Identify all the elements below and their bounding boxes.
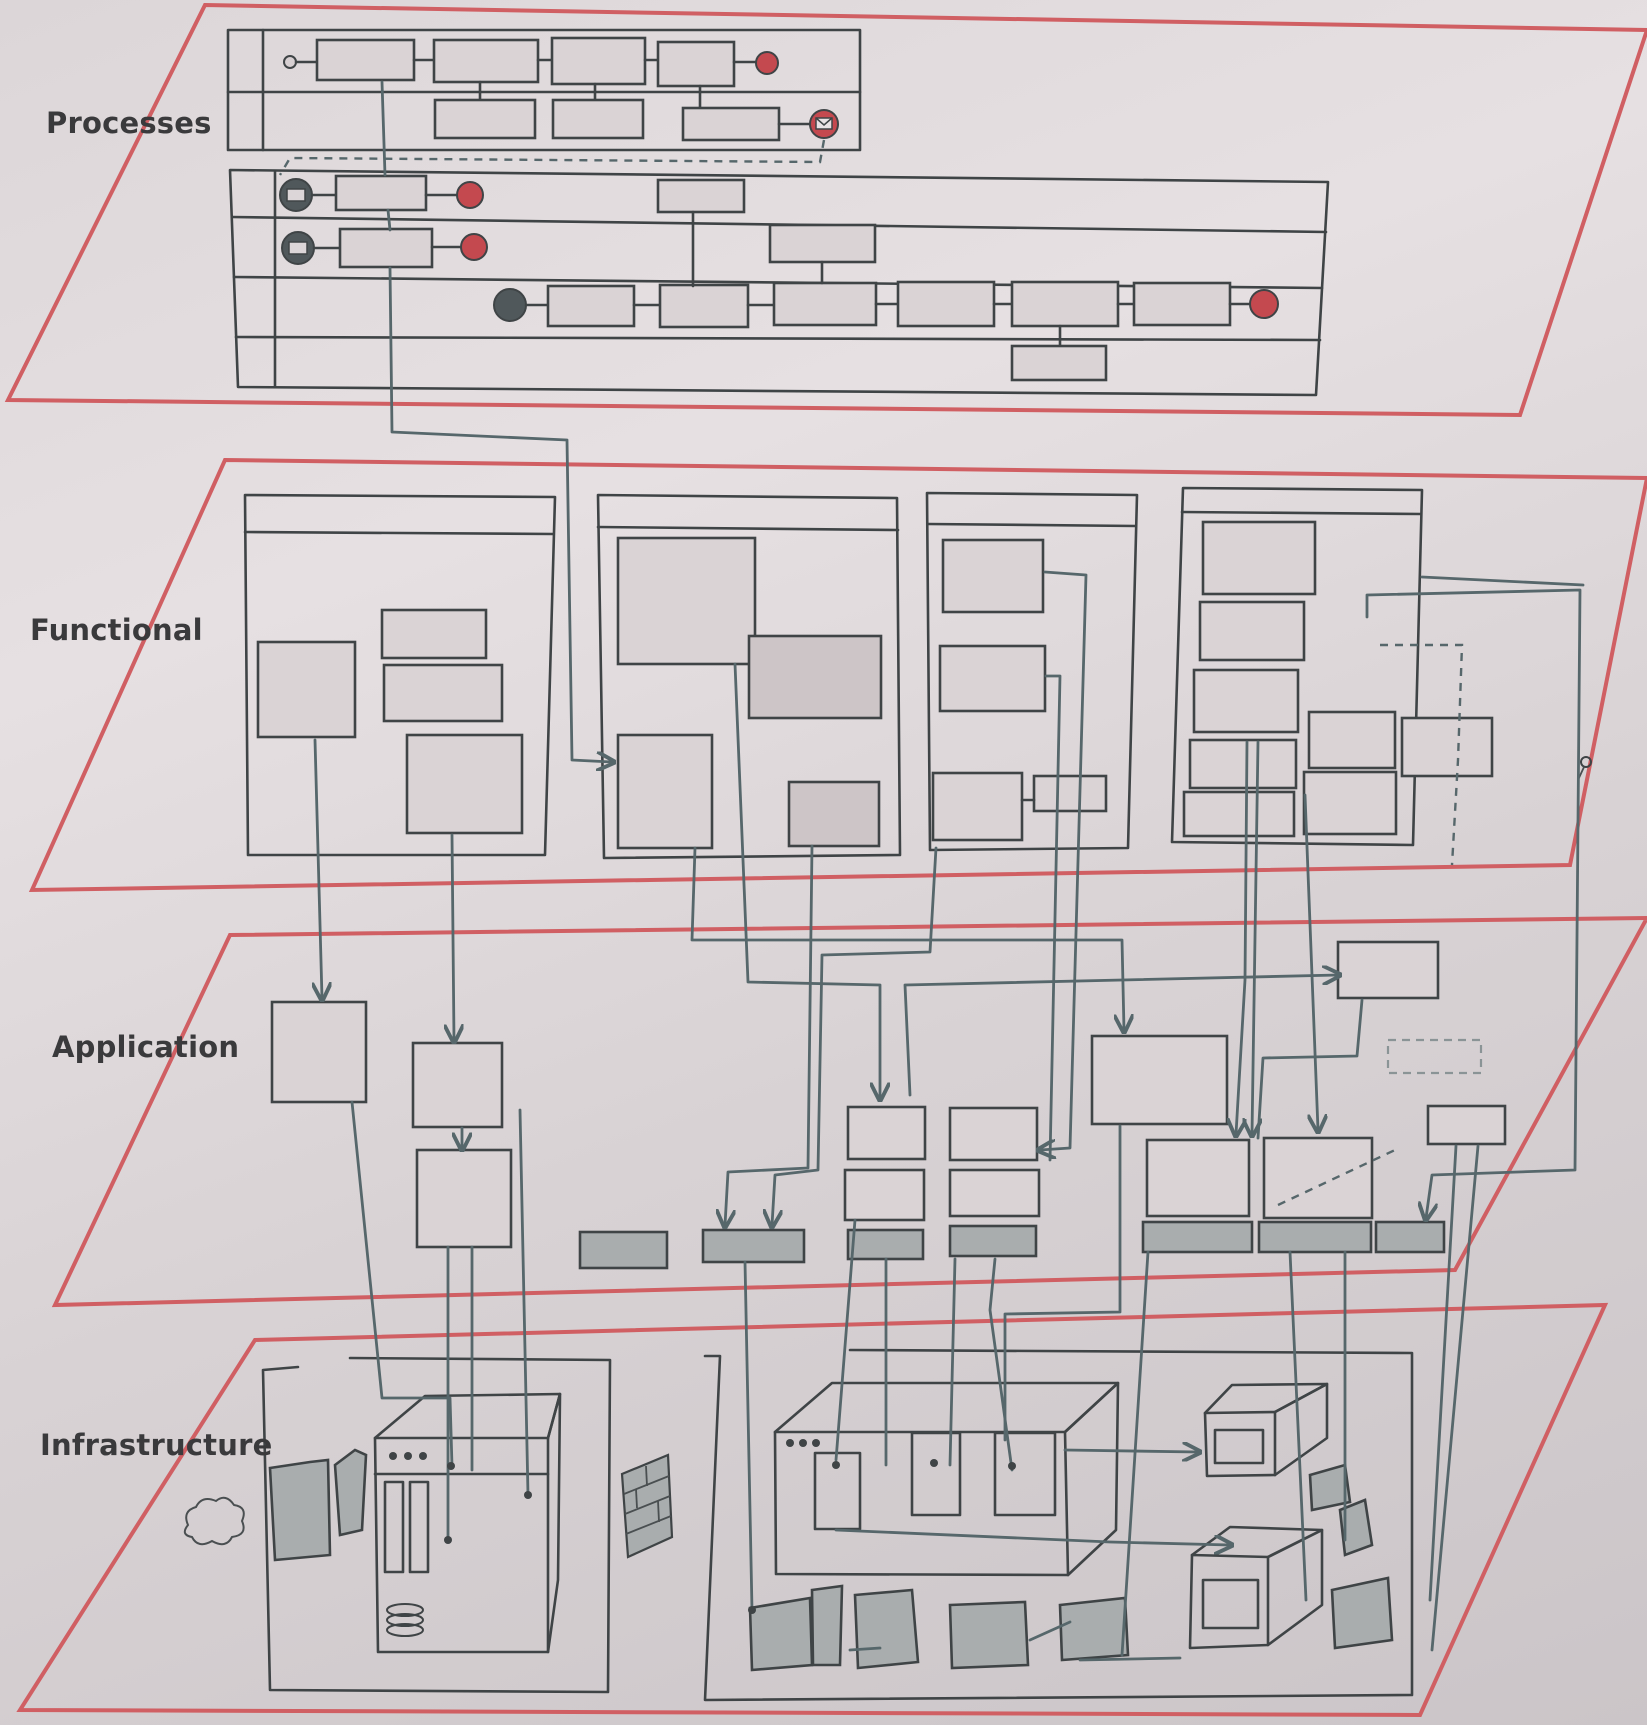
process-task <box>340 229 432 267</box>
workstation-icon <box>270 1450 366 1560</box>
end-event <box>756 52 778 74</box>
app-interface <box>1143 1222 1252 1252</box>
app-component <box>272 1002 366 1102</box>
blade-chassis <box>775 1383 1118 1575</box>
start-event <box>494 289 526 321</box>
app-interface <box>848 1230 923 1259</box>
function-block <box>1309 712 1395 768</box>
function-block <box>1203 522 1315 594</box>
function-block <box>1190 740 1296 788</box>
storage-node <box>1332 1578 1392 1648</box>
function-block <box>407 735 522 833</box>
app-component <box>1092 1036 1227 1124</box>
process-task <box>1012 282 1118 326</box>
process-task <box>770 225 875 262</box>
layer-label-infrastructure: Infrastructure <box>40 1428 272 1462</box>
function-block <box>789 782 879 846</box>
database-icon <box>387 1604 423 1636</box>
datacenter-1 <box>185 1358 672 1692</box>
app-component <box>845 1170 924 1220</box>
functional-window-1 <box>245 495 555 855</box>
function-block <box>1184 792 1294 836</box>
end-event <box>457 182 483 208</box>
app-interface <box>1259 1222 1371 1252</box>
app-component <box>417 1150 511 1247</box>
layer-label-functional: Functional <box>30 613 203 647</box>
process-task <box>552 38 645 84</box>
function-block <box>1200 602 1304 660</box>
process-pool-2 <box>230 170 1328 395</box>
process-task <box>1134 283 1230 325</box>
function-block <box>940 646 1045 711</box>
server-icon <box>1205 1384 1327 1476</box>
app-component <box>1428 1106 1505 1144</box>
process-task <box>1012 346 1106 380</box>
function-block <box>1304 772 1396 834</box>
functional-window-2 <box>598 495 900 858</box>
processes-plane <box>8 5 1647 415</box>
process-task <box>658 180 744 212</box>
storage-node <box>855 1590 918 1668</box>
storage-node <box>812 1586 842 1665</box>
end-event <box>461 234 487 260</box>
app-component <box>1264 1138 1372 1218</box>
layer-label-application: Application <box>52 1030 239 1064</box>
function-block <box>384 665 502 721</box>
planned-component <box>1388 1040 1481 1073</box>
process-pool-1 <box>228 30 860 175</box>
process-task <box>336 176 426 210</box>
envelope-icon <box>289 242 307 254</box>
function-block <box>1034 776 1106 811</box>
application-components <box>272 942 1505 1268</box>
storage-node <box>950 1602 1028 1668</box>
app-component <box>1338 942 1438 998</box>
end-event <box>1250 290 1278 318</box>
app-component <box>950 1108 1037 1160</box>
process-task <box>898 282 994 326</box>
storage-node <box>750 1598 812 1670</box>
app-interface <box>703 1230 804 1262</box>
process-task <box>658 42 734 86</box>
functional-window-3 <box>927 493 1137 850</box>
process-task <box>660 285 748 327</box>
app-component <box>1147 1140 1249 1216</box>
app-component <box>950 1170 1039 1216</box>
process-task <box>435 100 535 138</box>
function-block <box>258 642 355 737</box>
function-block <box>1402 718 1492 776</box>
function-block <box>1194 670 1298 732</box>
process-task <box>434 40 538 82</box>
app-interface <box>580 1232 667 1268</box>
function-block <box>618 538 755 664</box>
function-block <box>943 540 1043 612</box>
process-task <box>548 286 634 326</box>
process-task <box>683 108 779 140</box>
app-interface <box>950 1226 1036 1256</box>
app-component <box>413 1043 502 1127</box>
datacenter-2 <box>705 1350 1412 1700</box>
firewall-icon <box>622 1455 672 1557</box>
function-block <box>933 773 1022 840</box>
function-block <box>749 636 881 718</box>
app-interface <box>1376 1222 1444 1252</box>
process-task <box>774 283 876 325</box>
cloud-icon <box>185 1498 244 1544</box>
storage-node <box>1060 1598 1128 1660</box>
process-task <box>553 100 643 138</box>
start-event <box>284 56 296 68</box>
process-task <box>317 40 414 80</box>
app-component <box>848 1107 925 1159</box>
functional-window-4 <box>1172 488 1591 865</box>
function-block <box>618 735 712 848</box>
function-block <box>382 610 486 658</box>
envelope-icon <box>287 189 305 201</box>
layer-label-processes: Processes <box>46 106 212 140</box>
server-rack-icon <box>375 1394 560 1652</box>
